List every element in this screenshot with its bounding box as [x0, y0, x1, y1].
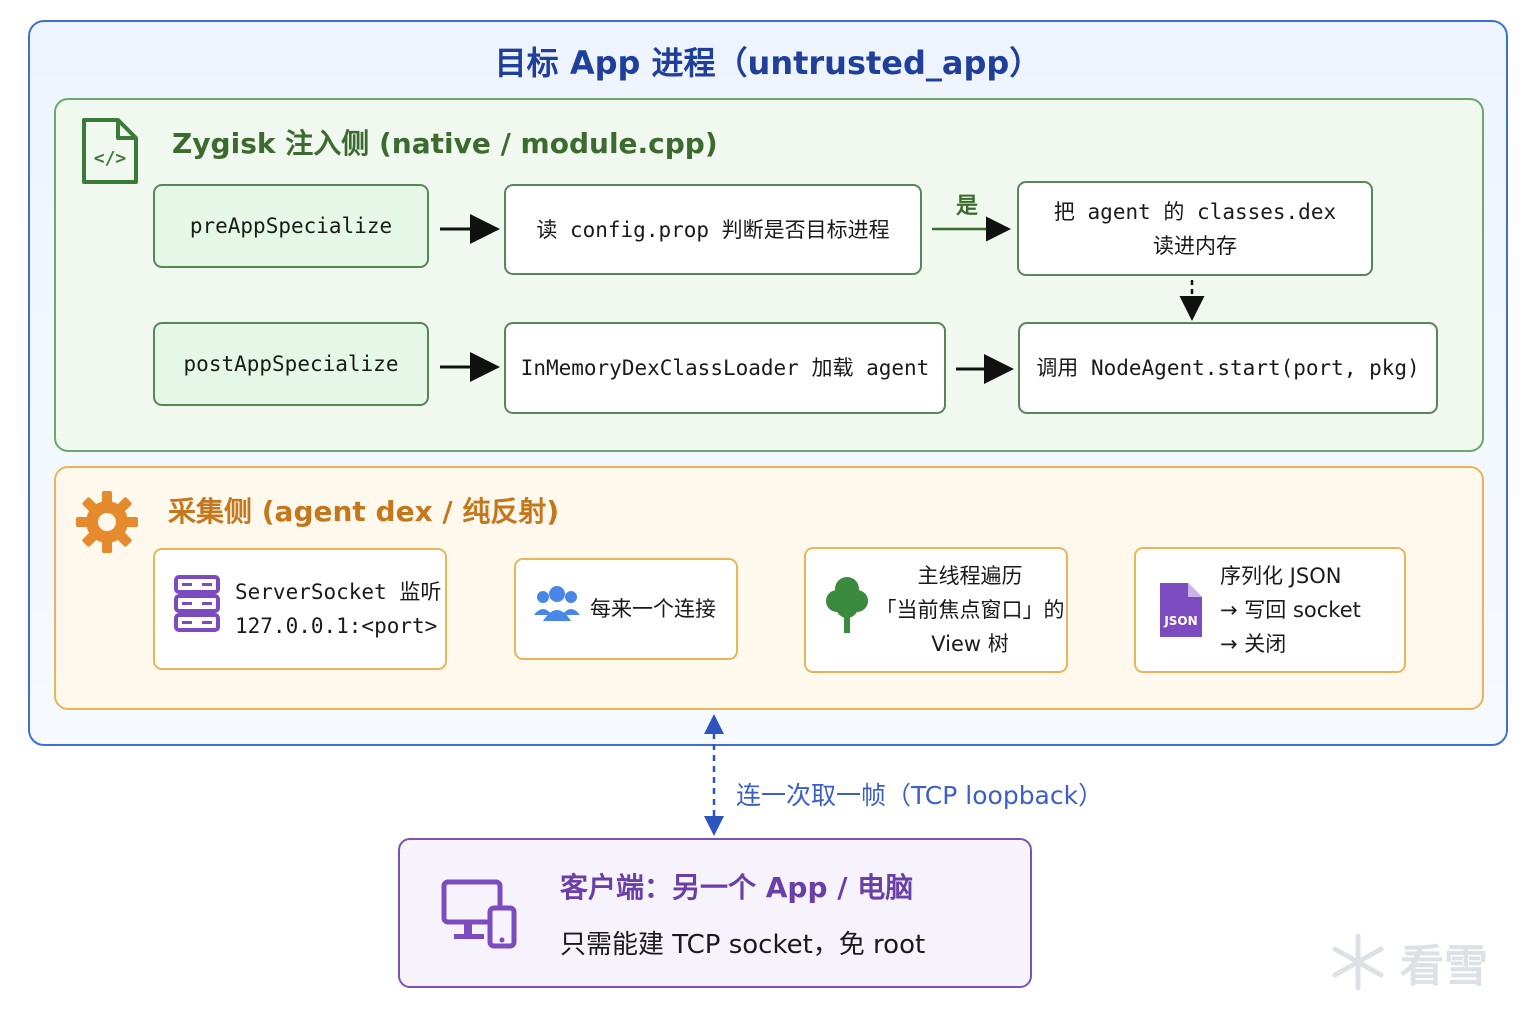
server-socket-line1: ServerSocket 监听 — [235, 580, 442, 604]
serialize-line3: → 关闭 — [1220, 632, 1287, 656]
server-socket-line2: 127.0.0.1:<port> — [235, 614, 438, 638]
read-config-box: 读 config.prop 判断是否目标进程 — [504, 184, 922, 275]
yes-label: 是 — [956, 194, 979, 219]
zygisk-section-title: Zygisk 注入侧 (native / module.cpp) — [172, 127, 718, 160]
inmemory-classloader-box: InMemoryDexClassLoader 加载 agent — [504, 322, 946, 414]
serialize-line1: 序列化 JSON — [1220, 564, 1342, 588]
node-agent-start-box: 调用 NodeAgent.start(port, pkg) — [1018, 322, 1438, 414]
target-app-process-title: 目标 App 进程（untrusted_app） — [494, 44, 1042, 82]
collect-section-title: 采集侧 (agent dex / 纯反射) — [168, 495, 560, 528]
svg-text:</>: </> — [94, 148, 127, 169]
gear-icon — [74, 489, 140, 555]
serialize-line2: → 写回 socket — [1220, 598, 1361, 622]
traverse-view-tree-box: 主线程遍历 「当前焦点窗口」的 View 树 — [804, 547, 1068, 673]
post-app-specialize-label: postAppSpecialize — [183, 352, 399, 376]
pre-app-specialize-label: preAppSpecialize — [189, 214, 393, 238]
pre-app-specialize-box: preAppSpecialize — [153, 184, 429, 268]
server-socket-box: ServerSocket 监听 127.0.0.1:<port> — [153, 548, 447, 670]
inmemory-classloader-label: InMemoryDexClassLoader 加载 agent — [520, 356, 930, 380]
watermark-text: 看雪 — [1400, 941, 1488, 992]
json-file-icon: JSON — [1156, 580, 1206, 640]
load-dex-line2: 读进内存 — [1153, 233, 1237, 258]
load-dex-line1: 把 agent 的 classes.dex — [1053, 199, 1337, 224]
tree-icon — [826, 575, 868, 645]
each-connection-label: 每来一个连接 — [590, 597, 716, 621]
connection-label: 连一次取一帧（TCP loopback） — [736, 781, 1104, 810]
connection-arrow-down — [704, 816, 724, 836]
traverse-line1: 主线程遍历 — [917, 564, 1023, 588]
connection-arrow-up — [704, 714, 724, 734]
node-agent-start-label: 调用 NodeAgent.start(port, pkg) — [1036, 356, 1420, 380]
traverse-line2: 「当前焦点窗口」的 — [875, 598, 1065, 622]
client-subtitle: 只需能建 TCP socket，免 root — [560, 930, 926, 960]
watermark-snowflake-icon — [1328, 932, 1388, 992]
read-config-label: 读 config.prop 判断是否目标进程 — [536, 217, 890, 242]
traverse-line3: View 树 — [931, 632, 1009, 656]
code-file-icon: </> — [80, 116, 140, 186]
server-icon — [173, 574, 221, 644]
each-connection-box: 每来一个连接 — [514, 558, 738, 660]
load-dex-memory-box: 把 agent 的 classes.dex 读进内存 — [1017, 181, 1373, 276]
devices-icon — [440, 878, 520, 950]
post-app-specialize-box: postAppSpecialize — [153, 322, 429, 406]
client-title: 客户端：另一个 App / 电脑 — [560, 871, 914, 904]
json-badge: JSON — [1163, 614, 1197, 628]
users-icon — [534, 585, 580, 633]
serialize-json-box: JSON 序列化 JSON → 写回 socket → 关闭 — [1134, 547, 1406, 673]
